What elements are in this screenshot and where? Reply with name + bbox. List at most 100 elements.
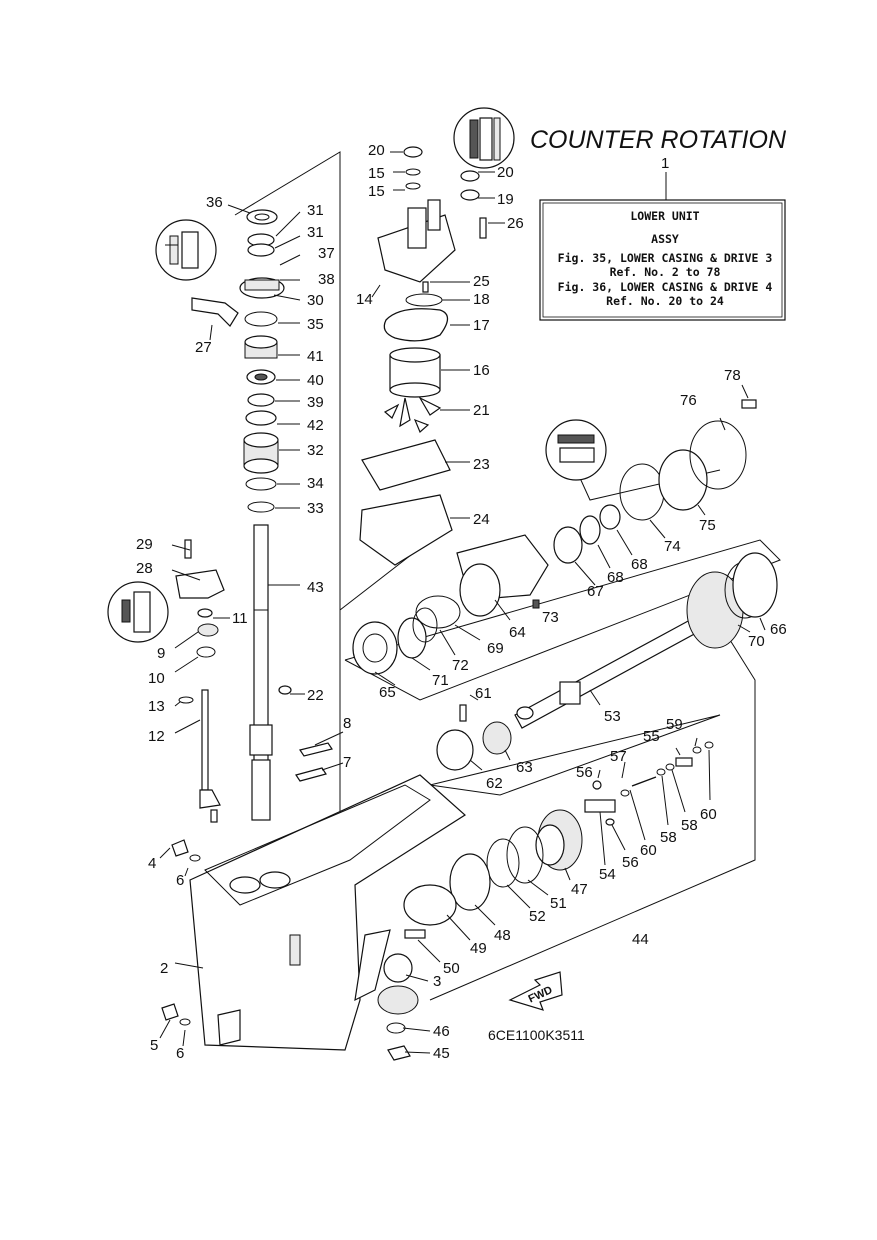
callout-70: 70	[748, 633, 765, 650]
callout-23: 23	[473, 456, 490, 473]
callout-15b: 15	[368, 183, 385, 200]
diagram-code: 6CE1100K3511	[488, 1027, 585, 1043]
shift-plunger-group	[584, 741, 714, 826]
callout-60b: 60	[700, 806, 717, 823]
callout-42: 42	[307, 417, 324, 434]
detail-circle-seal-2	[453, 107, 515, 169]
callout-10: 10	[148, 670, 165, 687]
callout-36: 36	[206, 194, 223, 211]
info-line-1: LOWER UNIT	[630, 209, 699, 223]
info-box: LOWER UNIT ASSY Fig. 35, LOWER CASING & …	[539, 199, 786, 321]
water-pump-group	[359, 146, 487, 566]
callout-72: 72	[452, 657, 469, 674]
callout-60a: 60	[640, 842, 657, 859]
callout-20a: 20	[497, 164, 514, 181]
propeller-shaft-group	[352, 399, 778, 771]
callout-56a: 56	[576, 764, 593, 781]
callout-41: 41	[307, 348, 324, 365]
callout-67: 67	[587, 583, 604, 600]
callout-21: 21	[473, 402, 490, 419]
callout-29: 29	[136, 536, 153, 553]
callout-11: 11	[232, 610, 248, 627]
callout-53: 53	[604, 708, 621, 725]
info-line-3: Fig. 35, LOWER CASING & DRIVE 3	[558, 251, 773, 265]
screw-5	[161, 1003, 191, 1026]
callout-28: 28	[136, 560, 153, 577]
callout-18: 18	[473, 291, 490, 308]
callout-6b: 6	[176, 1045, 184, 1062]
callout-20b: 20	[368, 142, 385, 159]
detail-circle-seal-1	[155, 219, 217, 281]
callout-57: 57	[610, 748, 627, 765]
callout-19: 19	[497, 191, 514, 208]
bracket-27	[191, 297, 239, 327]
callout-65: 65	[379, 684, 396, 701]
callout-35: 35	[307, 316, 324, 333]
callout-54: 54	[599, 866, 616, 883]
callout-15a: 15	[368, 165, 385, 182]
detail-circle-seal-4	[107, 581, 169, 643]
callout-16: 16	[473, 362, 490, 379]
callout-26: 26	[507, 215, 524, 232]
callout-8: 8	[343, 715, 351, 732]
callout-75: 75	[699, 517, 716, 534]
callout-48: 48	[494, 927, 511, 944]
callout-17: 17	[473, 317, 490, 334]
callout-7: 7	[343, 754, 351, 771]
callout-assy: 1	[661, 155, 669, 172]
diagram-title: COUNTER ROTATION	[530, 126, 787, 154]
callout-68a: 68	[607, 569, 624, 586]
callout-30: 30	[307, 292, 324, 309]
callout-6a: 6	[176, 872, 184, 889]
callout-22: 22	[307, 687, 324, 704]
callout-63: 63	[516, 759, 533, 776]
drive-shaft-column	[239, 209, 285, 821]
callout-43: 43	[307, 579, 324, 596]
callout-78: 78	[724, 367, 741, 384]
callout-62: 62	[486, 775, 503, 792]
callout-33: 33	[307, 500, 324, 517]
key-parts	[278, 685, 333, 782]
callout-50: 50	[443, 960, 460, 977]
fwd-arrow: FWD	[508, 971, 563, 1011]
callout-64: 64	[509, 624, 526, 641]
leader-lines	[159, 151, 766, 1054]
callout-74: 74	[664, 538, 681, 555]
callout-34: 34	[307, 475, 324, 492]
info-line-6: Ref. No. 20 to 24	[606, 294, 724, 308]
callout-47: 47	[571, 881, 588, 898]
callout-24: 24	[473, 511, 490, 528]
screw-4	[171, 839, 201, 862]
callout-25: 25	[473, 273, 490, 290]
info-line-4: Ref. No. 2 to 78	[610, 265, 721, 279]
callout-14: 14	[356, 291, 373, 308]
callout-9: 9	[157, 645, 165, 662]
callout-45: 45	[433, 1045, 450, 1062]
callout-3: 3	[433, 973, 441, 990]
callout-76: 76	[680, 392, 697, 409]
callout-55: 55	[643, 728, 660, 745]
lower-casing	[189, 774, 466, 1051]
callout-51: 51	[550, 895, 567, 912]
callout-71: 71	[432, 672, 449, 689]
callout-69: 69	[487, 640, 504, 657]
info-line-2: ASSY	[651, 232, 679, 246]
callout-44: 44	[632, 931, 649, 948]
callout-59: 59	[666, 716, 683, 733]
callout-66: 66	[770, 621, 787, 638]
shift-rod-group	[175, 539, 225, 823]
callout-4: 4	[148, 855, 156, 872]
forward-gear-group	[377, 809, 583, 1061]
callout-37: 37	[318, 245, 335, 262]
callout-49: 49	[470, 940, 487, 957]
callout-68b: 68	[631, 556, 648, 573]
callout-38: 38	[318, 271, 335, 288]
callout-56b: 56	[622, 854, 639, 871]
callout-32: 32	[307, 442, 324, 459]
callout-39: 39	[307, 394, 324, 411]
callout-31a: 31	[307, 202, 324, 219]
callout-58a: 58	[660, 829, 677, 846]
detail-circle-seal-3	[545, 419, 607, 481]
